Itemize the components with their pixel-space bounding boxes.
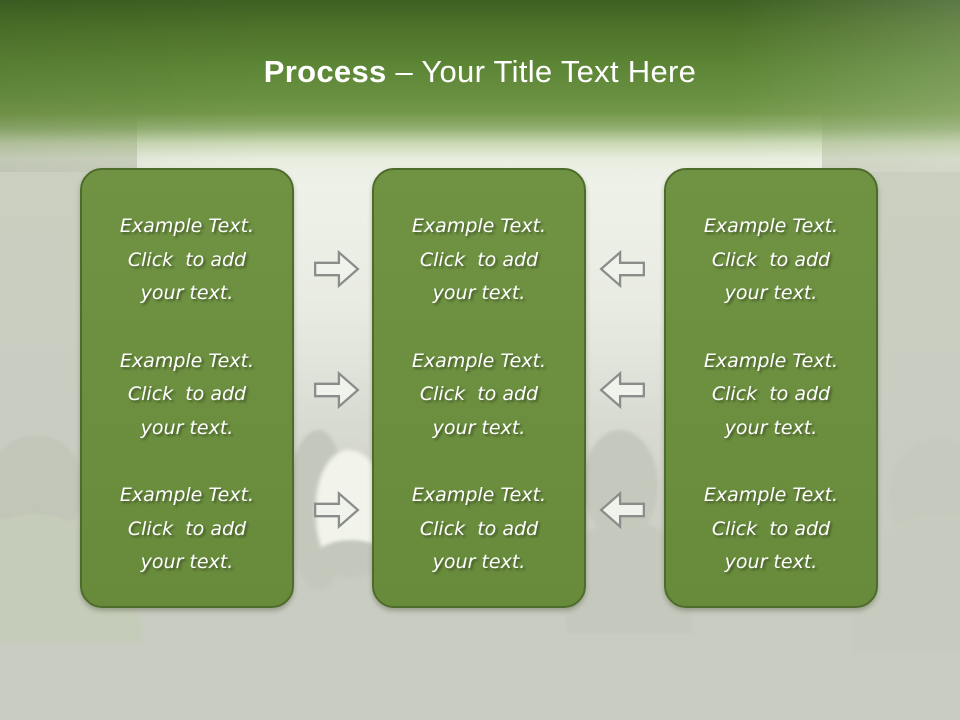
right-arrow-icon [313,371,361,409]
text-placeholder[interactable]: Example Text. Click to add your text. [703,349,839,439]
text-placeholder[interactable]: Example Text. Click to add your text. [411,349,547,439]
text-placeholder[interactable]: Example Text. Click to add your text. [703,215,839,304]
process-box-right[interactable]: Example Text. Click to add your text. Ex… [664,168,878,608]
title-banner [0,0,960,172]
text-placeholder[interactable]: Example Text. Click to add your text. [119,349,255,439]
text-placeholder[interactable]: Example Text. Click to add your text. [411,215,547,304]
text-placeholder[interactable]: Example Text. Click to add your text. [703,484,839,573]
left-arrow-icon [598,371,646,409]
right-arrow-icon [313,250,361,288]
slide-title[interactable]: Process – Your Title Text Here [0,54,960,90]
text-placeholder[interactable]: Example Text. Click to add your text. [119,215,255,304]
left-arrow-icon [598,250,646,288]
title-text: – Your Title Text Here [395,54,697,89]
text-placeholder[interactable]: Example Text. Click to add your text. [119,484,255,573]
title-emphasis: Process [263,54,387,89]
process-box-middle[interactable]: Example Text. Click to add your text. Ex… [372,168,586,608]
process-box-left[interactable]: Example Text. Click to add your text. Ex… [80,168,294,608]
text-placeholder[interactable]: Example Text. Click to add your text. [411,484,547,573]
left-arrow-icon [598,491,646,529]
right-arrow-icon [313,491,361,529]
